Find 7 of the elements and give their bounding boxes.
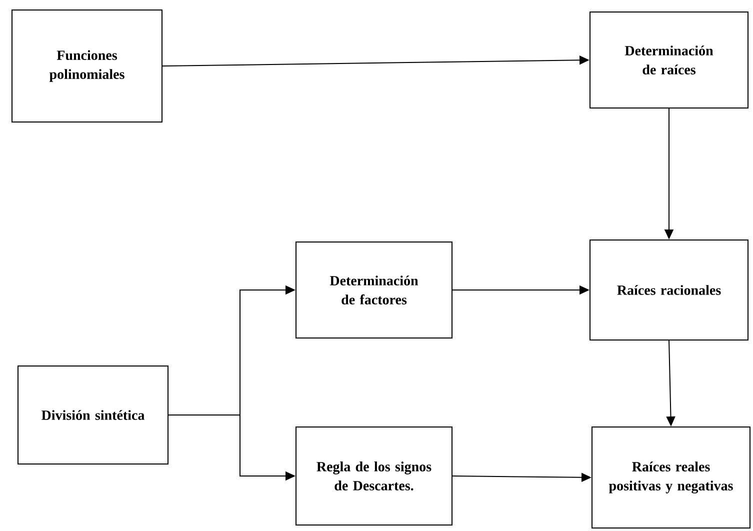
process-box: Raíces racionales: [590, 240, 748, 340]
process-box: División sintética: [18, 366, 168, 464]
process-box: Raíces reales positivas y negativas: [592, 426, 750, 528]
process-box: Funciones polinomiales: [12, 10, 162, 122]
process-box: Regla de los signos de Descartes.: [296, 426, 452, 526]
process-box: Determinación de factores: [296, 242, 452, 338]
process-box: Determinación de raíces: [590, 12, 748, 108]
